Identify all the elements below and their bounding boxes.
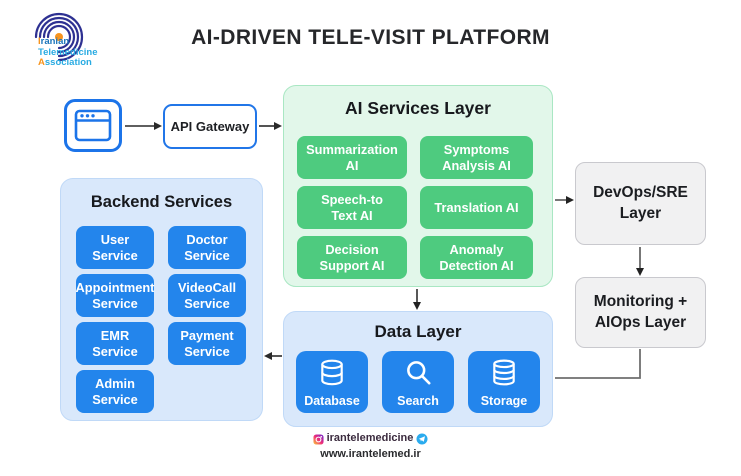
browser-window-icon [74, 109, 112, 142]
backend-services-layer: Backend Services User Service Doctor Ser… [60, 178, 263, 421]
ita-logo: Iranian Telemedicine Association [16, 6, 146, 80]
logo-line-association: Association [38, 57, 92, 68]
social-line: irantelemedicine [0, 430, 741, 445]
telegram-icon [416, 432, 428, 444]
backend-service-user: User Service [76, 226, 154, 269]
search-icon [405, 351, 432, 394]
data-layer-title: Data Layer [374, 322, 462, 341]
ai-services-layer: AI Services Layer Summarization AI Sympt… [283, 85, 553, 287]
api-gateway-label: API Gateway [170, 119, 250, 134]
ai-service-summarization: Summarization AI [297, 136, 407, 179]
ai-service-speech-to-text: Speech-to Text AI [297, 186, 407, 229]
data-tile-storage: Storage [468, 351, 540, 413]
footer: irantelemedicine www.irantelemed.ir [0, 430, 741, 460]
monitoring-aiops-layer: Monitoring + AIOps Layer [575, 277, 706, 348]
backend-service-videocall: VideoCall Service [168, 274, 246, 317]
page-title: AI-DRIVEN TELE-VISIT PLATFORM [191, 26, 550, 49]
backend-services-grid: User Service Doctor Service Appointment … [76, 226, 246, 413]
ai-service-anomaly-detection: Anomaly Detection AI [420, 236, 533, 279]
data-layer: Data Layer Database [283, 311, 553, 427]
instagram-handle: irantelemedicine [326, 431, 414, 444]
data-tile-search: Search [382, 351, 454, 413]
data-tile-database: Database [296, 351, 368, 413]
logo-line-telemedicine: Telemedicine [38, 46, 98, 58]
data-layer-tiles: Database Search [284, 351, 552, 413]
backend-service-doctor: Doctor Service [168, 226, 246, 269]
data-tile-label: Search [397, 394, 439, 408]
storage-icon [491, 351, 517, 394]
devops-sre-layer: DevOps/SRE Layer [575, 162, 706, 245]
logo-line-iranian: Iranian [38, 36, 70, 47]
client-node [64, 99, 122, 152]
logo-waves-icon [34, 12, 84, 62]
logo-text: Iranian Telemedicine Association [38, 36, 98, 69]
data-tile-label: Database [304, 394, 360, 408]
ai-service-symptoms-analysis: Symptoms Analysis AI [420, 136, 533, 179]
ai-service-decision-support: Decision Support AI [297, 236, 407, 279]
data-tile-label: Storage [480, 394, 528, 408]
api-gateway-node: API Gateway [163, 104, 257, 149]
backend-service-admin: Admin Service [76, 370, 154, 413]
backend-services-title: Backend Services [90, 193, 233, 211]
backend-service-emr: EMR Service [76, 322, 154, 365]
website-url: www.irantelemed.ir [320, 448, 421, 460]
backend-service-payment: Payment Service [168, 322, 246, 365]
database-icon [319, 351, 345, 394]
backend-service-appointment: Appointment Service [76, 274, 154, 317]
ai-services-layer-title: AI Services Layer [345, 98, 491, 118]
instagram-icon [313, 432, 324, 445]
ai-services-grid: Summarization AI Symptoms Analysis AI Sp… [297, 136, 533, 279]
ai-service-translation: Translation AI [420, 186, 533, 229]
